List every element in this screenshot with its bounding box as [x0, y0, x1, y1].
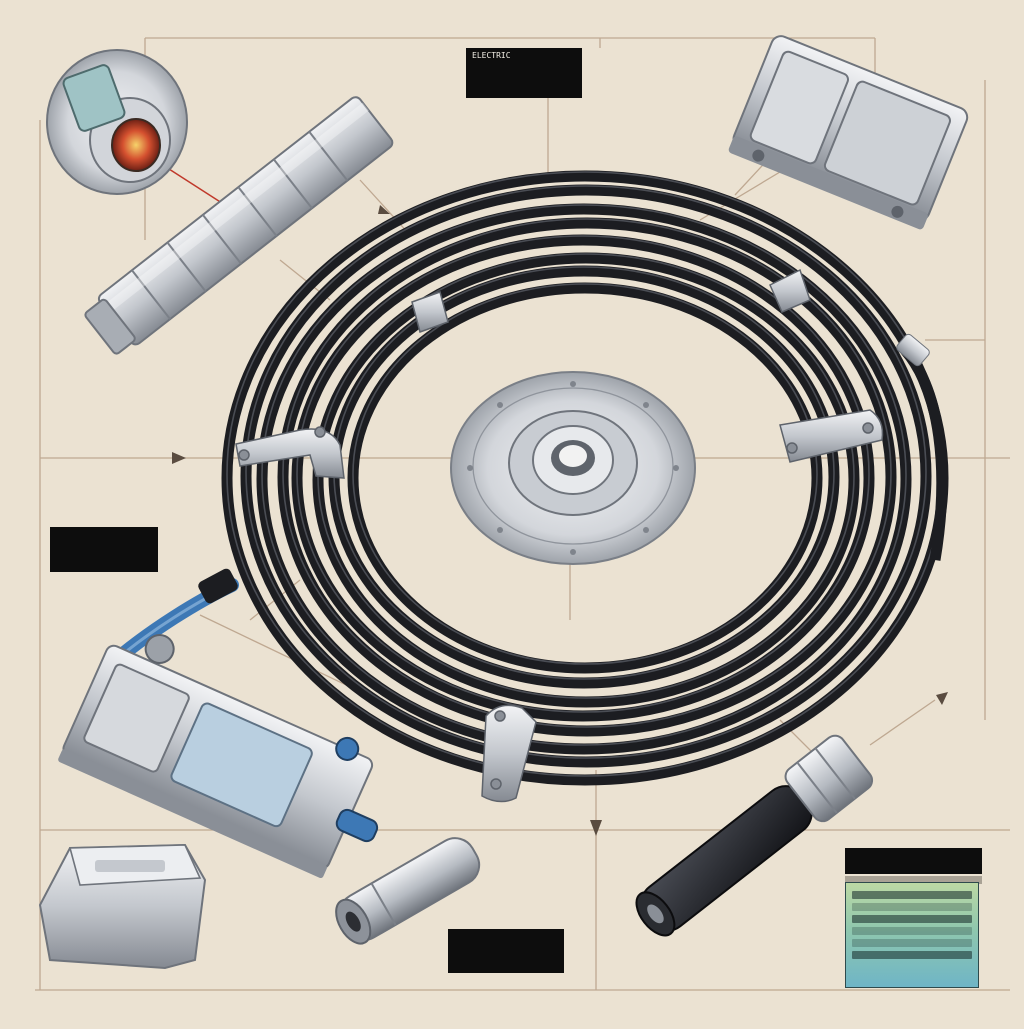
- flange-hub-icon: [450, 371, 696, 565]
- label-line: ELECTRIC: [472, 51, 511, 60]
- cable-clamp-icon: [235, 268, 884, 803]
- spec-card-row: [852, 939, 972, 947]
- spec-card-row: [852, 891, 972, 899]
- metal-sleeve-icon: [335, 837, 481, 945]
- spec-card-row: [852, 927, 972, 935]
- round-connector-icon: [46, 49, 188, 195]
- segmented-conduit-icon: [84, 96, 394, 355]
- spec-card: [845, 882, 979, 988]
- spec-card-row: [852, 951, 972, 959]
- valve-manifold-icon: [58, 633, 379, 879]
- cable-gland-icon: [635, 734, 874, 937]
- label-box-left: [50, 527, 158, 572]
- guide-arrows: [172, 205, 948, 836]
- junction-box-icon: [38, 843, 207, 970]
- spec-card-row: [852, 915, 972, 923]
- coiled-cable-icon: [103, 170, 949, 786]
- spec-card-row: [852, 903, 972, 911]
- block-connector-icon: [728, 35, 969, 230]
- label-box-bottom: [448, 929, 564, 973]
- label-box-right-header: [845, 848, 982, 874]
- label-underline: [845, 876, 982, 884]
- label-box-top: ELECTRIC: [466, 48, 582, 98]
